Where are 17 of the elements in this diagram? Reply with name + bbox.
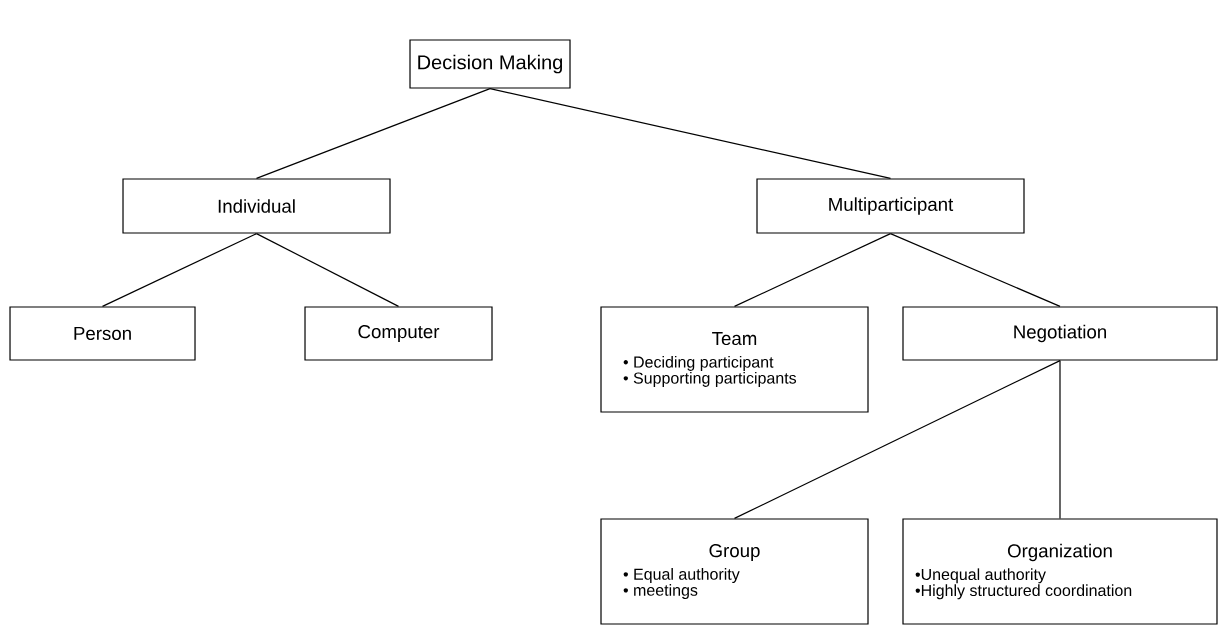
connector-line <box>255 88 491 179</box>
category-box: Team • Deciding participant • Supporting participants <box>600 306 869 413</box>
connector-line <box>889 233 1061 307</box>
connector-line <box>255 233 400 307</box>
category-box: Individual <box>122 178 391 234</box>
connector-line <box>101 233 258 307</box>
category-box: Negotiation <box>902 306 1218 361</box>
category-box: Multiparticipant <box>756 178 1025 234</box>
category-box: Organization •Unequal authority •Highly structured coordination <box>902 518 1218 625</box>
connector-line <box>733 360 1061 519</box>
connector-line <box>733 233 892 307</box>
category-box: Group • Equal authority • meetings <box>600 518 869 625</box>
category-box: Person <box>9 306 196 361</box>
category-box: Decision Making <box>409 39 571 89</box>
connector-line <box>1059 360 1061 519</box>
category-box: Computer <box>304 306 493 361</box>
connector-line <box>489 88 892 179</box>
